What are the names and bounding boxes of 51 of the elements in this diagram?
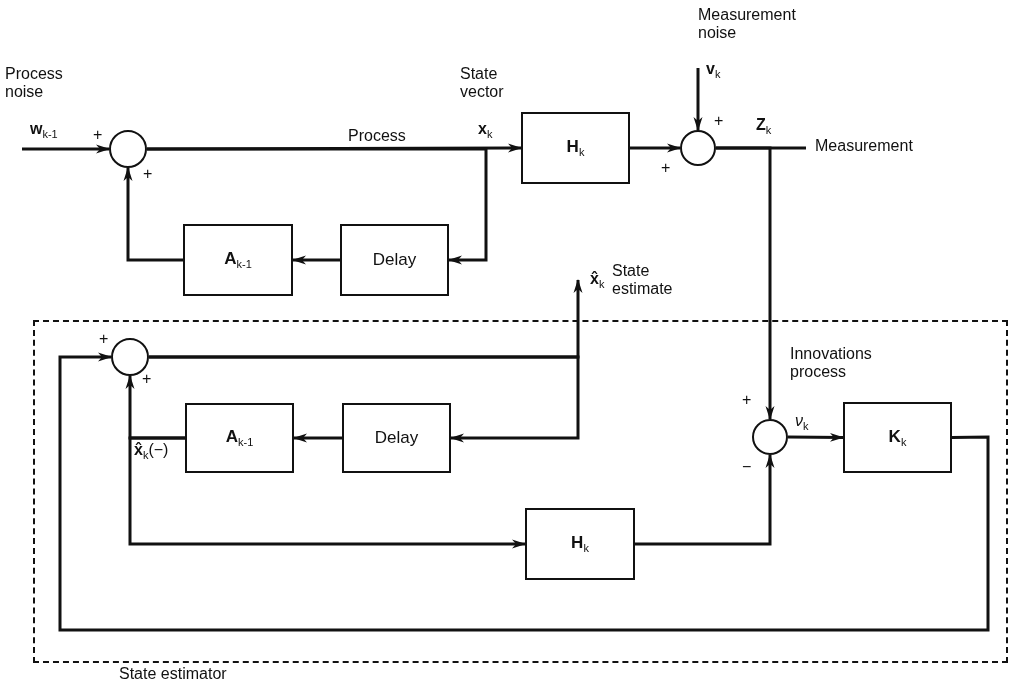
signal-arrow	[22, 144, 110, 154]
annotation: Measurement	[815, 137, 914, 156]
signal-arrow	[716, 146, 775, 420]
region-heading: State estimator	[119, 665, 227, 683]
block-box	[185, 403, 294, 473]
annotation: +	[661, 159, 672, 178]
annotation: +	[93, 126, 104, 145]
annotation: State vector	[460, 65, 505, 102]
signal-arrow	[147, 147, 488, 265]
block-box	[521, 112, 630, 184]
signal-arrow	[123, 167, 183, 262]
edge-label: x̂$_{k}$(−)	[132, 441, 171, 462]
annotation: x$_{k}$	[478, 120, 494, 141]
signal-arrow	[635, 454, 775, 546]
annotation: +	[714, 112, 725, 131]
annotation: +	[99, 330, 110, 349]
signal-arrow	[788, 432, 844, 442]
block-box	[525, 508, 635, 580]
signal-arrow	[293, 433, 342, 443]
annotation: Innovations process	[790, 345, 873, 382]
block-label: Delay	[374, 428, 419, 448]
annotation: +	[142, 370, 153, 389]
annotation: +	[143, 165, 154, 184]
edge-label: Z$_{k}$	[754, 116, 774, 137]
edge-label: x̂$_{k}$	[588, 270, 607, 291]
annotation: State estimate	[612, 262, 674, 299]
block-box	[342, 403, 451, 473]
annotation: Process noise	[5, 65, 64, 102]
summing-junction	[109, 130, 147, 168]
summing-junction	[680, 130, 716, 166]
block-label: H$_{k}$	[566, 137, 585, 159]
annotation: Measurement noise	[698, 6, 797, 43]
block-label: A$_{k-1}$	[225, 427, 254, 449]
block-label: Delay	[372, 250, 417, 270]
signal-arrow	[128, 436, 526, 549]
signal-arrow	[147, 143, 522, 153]
annotation: −	[742, 458, 753, 477]
block-label: H$_{k}$	[571, 533, 589, 555]
block-label: K$_{k}$	[888, 426, 907, 449]
block-box	[183, 224, 293, 296]
summing-junction	[111, 338, 149, 376]
signal-arrow	[149, 355, 580, 443]
block-box	[843, 402, 952, 473]
signal-arrow	[58, 352, 990, 632]
block-label: A$_{k-1}$	[224, 249, 252, 271]
block-box	[340, 224, 449, 296]
annotation: +	[742, 391, 753, 410]
signal-arrow	[630, 143, 681, 153]
summing-junction	[752, 419, 788, 455]
signal-arrow	[292, 255, 340, 265]
signal-arrow	[693, 68, 703, 131]
